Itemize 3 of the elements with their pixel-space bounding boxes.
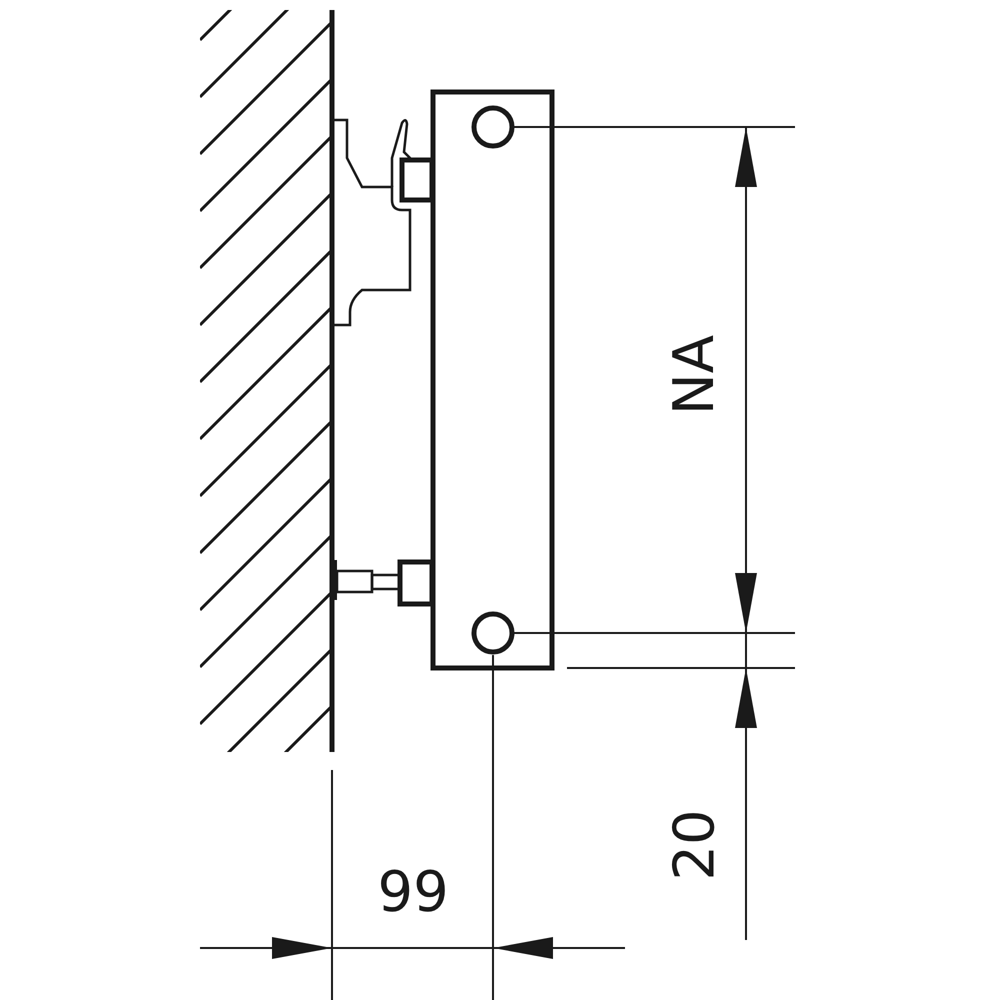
dimension-value: NA xyxy=(667,334,724,416)
dimension-value: 99 xyxy=(378,865,449,921)
dimension-value: 20 xyxy=(667,809,724,881)
